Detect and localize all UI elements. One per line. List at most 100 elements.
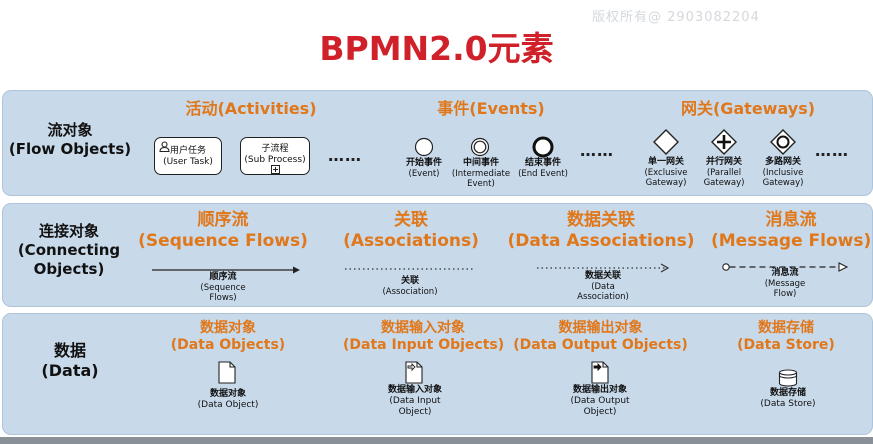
data-output-label: 数据输出对象 (Data Output Object) [560,385,640,418]
message-flow-label-cn: 消息流 [771,268,799,278]
associations-heading: 关联 (Associations) [341,210,481,251]
data-store-label-en: (Data Store) [760,398,816,409]
activities-heading: 活动(Activities) [185,99,317,118]
data-label: 数据 (Data) [3,341,137,381]
exclusive-gateway-icon [653,129,679,155]
bottom-bar [0,437,873,444]
sequence-flow-label: 顺序流 (Sequence Flows) [193,272,253,304]
parallel-gateway-label: 并行网关 (Parallel Gateway) [694,157,754,189]
association-label-en: (Association) [382,286,438,297]
intermediate-event-label-en1: (Intermediate [451,168,511,179]
data-store-heading: 数据存储 (Data Store) [736,320,836,354]
data-output-icon [591,361,609,384]
associations-heading-cn: 关联 [394,210,428,230]
data-label-cn: 数据 [53,341,86,360]
data-objects-heading-cn: 数据对象 [200,320,256,336]
exclusive-gateway-label-en1: (Exclusive [644,167,688,178]
data-association-label-en2: Association) [577,292,629,303]
end-event-label: 结束事件 (End Event) [513,158,573,179]
subprocess-plus-icon [271,165,280,174]
message-flows-heading: 消息流 (Message Flows) [711,210,871,251]
user-task-label-cn: 用户任务 [169,146,206,156]
data-associations-heading-cn: 数据关联 [567,210,635,230]
data-input-objects-heading: 数据输入对象 (Data Input Objects) [343,320,505,354]
data-output-label-en1: (Data Output [570,395,630,406]
data-section: 数据 (Data) 数据对象 (Data Objects) 数据对象 (Data… [2,313,873,435]
data-output-objects-heading-cn: 数据输出对象 [558,320,643,336]
message-flows-heading-cn: 消息流 [765,210,817,230]
parallel-gateway-icon [711,129,737,155]
inclusive-gateway-label-en1: (Inclusive [762,167,804,178]
sequence-flows-heading-en: (Sequence Flows) [138,230,308,251]
flow-objects-label-cn: 流对象 [47,121,93,139]
connecting-objects-label: 连接对象 (Connecting Objects) [3,222,135,278]
data-store-icon [778,369,798,387]
data-input-objects-heading-cn: 数据输入对象 [381,320,465,336]
sequence-flow-icon [152,266,300,274]
data-object-label-en: (Data Object) [197,399,259,410]
sequence-flows-heading: 顺序流 (Sequence Flows) [133,210,313,251]
data-association-label-en1: (Data [591,281,615,292]
association-icon [345,268,475,270]
connecting-objects-section: 连接对象 (Connecting Objects) 顺序流 (Sequence … [2,203,873,307]
connecting-objects-label-en1: (Connecting [17,240,121,259]
exclusive-gateway-label-cn: 单一网关 [647,157,684,167]
data-store-heading-cn: 数据存储 [758,320,814,336]
start-event-icon [414,137,434,157]
flow-objects-section: 流对象 (Flow Objects) 活动(Activities) 用户任务 (… [2,90,873,196]
sequence-flow-label-cn: 顺序流 [209,272,237,282]
data-input-label: 数据输入对象 (Data Input Object) [375,385,455,418]
events-heading: 事件(Events) [437,99,545,118]
message-flow-label-en2: Flow) [773,289,797,300]
data-store-label: 数据存储 (Data Store) [748,388,828,410]
data-store-label-cn: 数据存储 [769,388,806,398]
data-objects-heading: 数据对象 (Data Objects) [163,320,293,354]
data-store-heading-en: (Data Store) [737,337,835,354]
data-object-label: 数据对象 (Data Object) [188,389,268,411]
message-flows-heading-en: (Message Flows) [711,230,872,251]
inclusive-gateway-label: 多路网关 (Inclusive Gateway) [753,157,813,189]
intermediate-event-label-en2: Event) [467,179,495,190]
data-association-icon [537,263,670,273]
message-flow-label-en1: (Message [764,278,806,289]
data-association-label-cn: 数据关联 [584,271,621,281]
activities-ellipsis: …… [328,146,362,165]
data-input-icon [405,361,423,384]
data-association-label: 数据关联 (Data Association) [569,271,637,303]
inclusive-gateway-label-en2: Gateway) [762,178,804,189]
events-ellipsis: …… [580,141,614,160]
sub-process-label-en: (Sub Process) [244,155,306,166]
start-event-label-en: (Event) [408,168,440,179]
association-label-cn: 关联 [400,276,419,286]
start-event-label-cn: 开始事件 [405,158,442,168]
data-object-icon [218,361,236,384]
data-input-objects-heading-en: (Data Input Objects) [343,337,505,354]
data-output-objects-heading: 数据输出对象 (Data Output Objects) [513,320,688,354]
association-label: 关联 (Association) [375,276,445,297]
sequence-flow-label-en1: (Sequence [200,282,246,293]
inclusive-gateway-icon [770,129,796,155]
data-input-label-en1: (Data Input [389,395,441,406]
user-task-label-en: (User Task) [163,157,213,168]
data-input-label-cn: 数据输入对象 [387,385,442,395]
gateways-heading: 网关(Gateways) [680,99,816,118]
parallel-gateway-label-en1: (Parallel [706,167,742,178]
data-objects-heading-en: (Data Objects) [170,337,286,354]
inclusive-gateway-label-cn: 多路网关 [764,157,801,167]
watermark: 版权所有@ 2903082204 [592,10,760,25]
parallel-gateway-label-en2: Gateway) [703,178,745,189]
sequence-flows-heading-cn: 顺序流 [197,210,249,230]
connecting-objects-label-en2: Objects) [33,259,105,278]
gateways-ellipsis: …… [815,141,849,160]
start-event-label: 开始事件 (Event) [399,158,449,179]
user-task-box: 用户任务 (User Task) [154,137,222,175]
data-associations-heading-en: (Data Associations) [507,230,695,251]
data-output-label-cn: 数据输出对象 [572,385,627,395]
sub-process-label-cn: 子流程 [261,144,289,154]
intermediate-event-label-cn: 中间事件 [462,158,499,168]
exclusive-gateway-label-en2: Gateway) [645,178,687,189]
message-flow-label: 消息流 (Message Flow) [755,268,815,300]
exclusive-gateway-label: 单一网关 (Exclusive Gateway) [636,157,696,189]
end-event-icon [532,136,554,158]
end-event-label-en: (End Event) [518,168,568,179]
